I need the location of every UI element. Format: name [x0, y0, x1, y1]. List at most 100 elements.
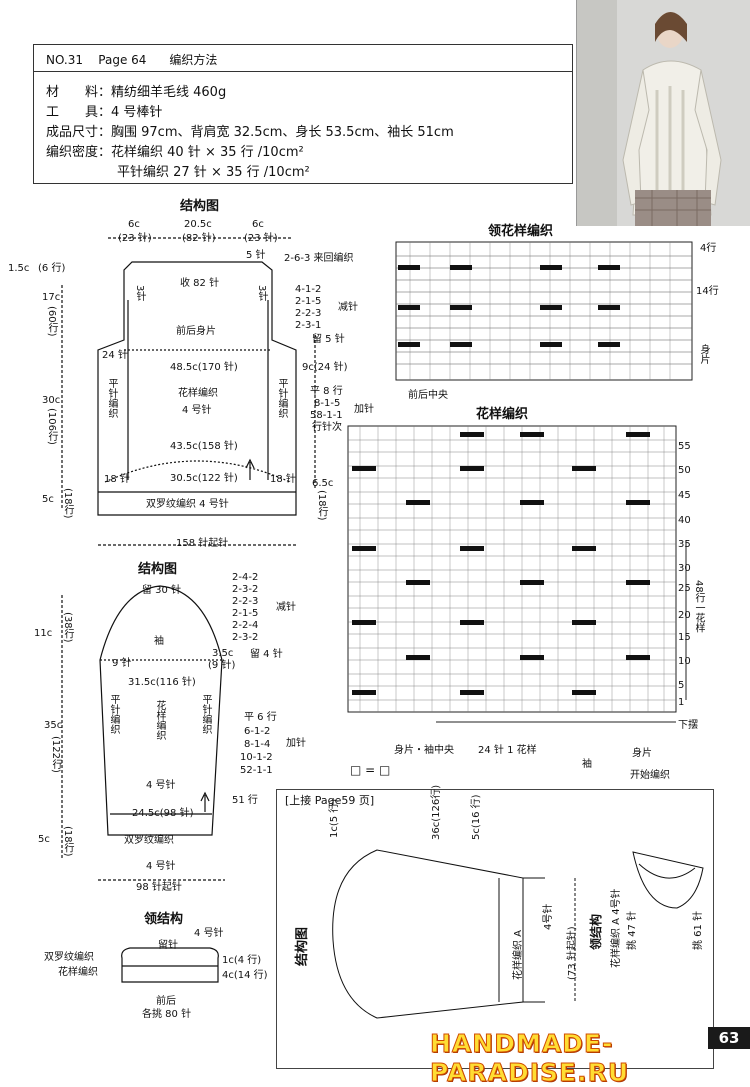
sleeve-inc-3: 8-1-4: [244, 739, 271, 750]
increase-label: 加针: [354, 404, 374, 415]
inset-pattern-a: 花样编织 A: [513, 929, 524, 980]
sleeve-width-31-5: 31.5c(116 针): [128, 677, 196, 688]
inset-box: [上接 Page59 页] 结构图 花样编织 A 4号针 (73 针起针) 领结…: [276, 785, 714, 1069]
sleeve-11c: 11c: [34, 628, 53, 639]
n18-left: 18 针: [104, 474, 130, 485]
sleeve-flat-left: 平针编织: [108, 694, 119, 734]
header-title: 编织方法: [169, 53, 218, 67]
left-dim-1: 1.5c: [8, 263, 30, 274]
width-43-5: 43.5c(158 针): [170, 441, 238, 452]
top-right-cm: 6c: [252, 219, 264, 230]
sleeve-dec-3: 2-2-3: [232, 596, 259, 607]
n18-right: 18 针: [270, 474, 296, 485]
collar-title: 领结构: [144, 912, 184, 927]
sleeve-35c: 35c: [44, 720, 63, 731]
leave-30: 留 30 针: [142, 585, 182, 596]
sleeve-inc-1: 平 6 行: [244, 712, 277, 723]
body-marker: 身片: [632, 748, 652, 759]
sleeve-rib: 双罗纹编织: [124, 835, 174, 846]
model-illustration: [577, 0, 750, 226]
flat-left: 平针编织: [106, 378, 117, 418]
sleeve-51-rows: 51 行: [232, 795, 258, 806]
start-knitting: 开始编织: [630, 770, 670, 781]
header-divider: [34, 71, 572, 72]
cast-on-158: 158 针起针: [176, 538, 229, 549]
collar-rib: 双罗纹编织: [44, 952, 94, 963]
left-dim-4: 5c: [42, 494, 54, 505]
row-label-50: 50: [678, 465, 691, 476]
inset-cast-on: (73 针起针): [567, 926, 578, 980]
row-label-55: 55: [678, 441, 691, 452]
neck-chart-center: 前后中央: [408, 390, 448, 401]
body-pattern: 花样编织: [178, 388, 218, 399]
row-label-25: 25: [678, 583, 691, 594]
dim-6-5b: (18行): [316, 490, 327, 521]
neck-chart-title: 领花样编织: [488, 224, 554, 239]
sleeve-11c-rows: (38行): [62, 612, 73, 643]
sleeve-3-5: 3.5c: [212, 648, 234, 659]
sleeve-9-left: 9 针: [112, 658, 132, 669]
top-mid-stitches: (82 针): [182, 233, 216, 244]
width-48-5: 48.5c(170 针): [170, 362, 238, 373]
decrease-row-2: 2-1-5: [295, 296, 322, 307]
sleeve-flat-right: 平针编织: [200, 694, 211, 734]
left-dim-3: 30c: [42, 395, 61, 406]
body-diagram-title: 结构图: [180, 199, 220, 214]
sleeve-needle: 4 号针: [146, 780, 176, 791]
width-9: 9c(24 针): [302, 362, 348, 373]
left-dim-3b: (106行): [46, 408, 57, 445]
neck-chart-4-rows: 4行: [700, 243, 717, 254]
row-label-15: 15: [678, 632, 691, 643]
sleeve-dec-1: 2-4-2: [232, 572, 259, 583]
inset-drawing: [332, 849, 704, 1019]
increase-row-2: 8-1-5: [314, 398, 341, 409]
left-dim-1b: (6 行): [38, 263, 66, 274]
model-photo: [576, 0, 750, 226]
row-label-20: 20: [678, 610, 691, 621]
sleeve-dec-label: 减针: [276, 602, 296, 613]
site-watermark: HANDMADE-PARADISE.RU: [430, 1029, 630, 1087]
hem-label: 下摆: [678, 720, 698, 731]
collar-1c: 1c(4 行): [222, 955, 262, 966]
bind-off-82: 收 82 针: [180, 278, 220, 289]
row-label-1: 1: [678, 697, 685, 708]
sleeve-inc-5: 52-1-1: [240, 765, 273, 776]
sleeve-needle-2: 4 号针: [146, 861, 176, 872]
decrease-row-3: 2-2-3: [295, 308, 322, 319]
pattern-header: NO.31 Page 64 编织方法 材 料：精纺细羊毛线 460g 工 具：4…: [33, 44, 573, 184]
sleeve-dec-5: 2-2-4: [232, 620, 259, 631]
five-stitches: 5 针: [246, 250, 266, 261]
row-label-5: 5: [678, 680, 685, 691]
inset-title: 结构图: [295, 926, 310, 966]
row-label-30: 30: [678, 563, 691, 574]
sleeve-pattern: 花样编织: [154, 700, 165, 740]
sleeve-width-24-5: 24.5c(98 针): [132, 808, 194, 819]
sleeve-cast-on: 98 针起针: [136, 882, 182, 893]
material-line: 材 料：精纺细羊毛线 460g: [46, 85, 227, 100]
left-dim-2: 17c: [42, 292, 61, 303]
sleeve-outline: [99, 585, 223, 836]
inset-collar-structure: 领结构: [589, 913, 603, 950]
inset-1c: 1c(5 行): [329, 798, 340, 838]
dim-6-5: 6.5c: [312, 478, 334, 489]
top-left-stitches: (23 针): [118, 233, 152, 244]
sleeve-dec-6: 2-3-2: [232, 632, 259, 643]
collar-outline: [121, 947, 219, 983]
gauge-line-1: 编织密度：花样编织 40 针 × 35 行 /10cm²: [46, 145, 304, 160]
inset-needle: 4号针: [543, 903, 554, 930]
row-label-40: 40: [678, 515, 691, 526]
width-30-5: 30.5c(122 针): [170, 473, 238, 484]
top-mid-cm: 20.5c: [184, 219, 212, 230]
sleeve-dec-2: 2-3-2: [232, 584, 259, 595]
row-label-10: 10: [678, 656, 691, 667]
pattern-number: NO.31: [46, 53, 84, 67]
page-number: 63: [708, 1027, 750, 1049]
n24-stitches: 24 针: [102, 350, 128, 361]
collar-leave: 留针: [158, 940, 178, 951]
sleeve-dec-4: 2-1-5: [232, 608, 259, 619]
sleeve-35c-rows: (122行): [50, 736, 61, 773]
decrease-row-4: 2-3-1: [295, 320, 322, 331]
body-outline: [97, 261, 297, 516]
sleeve-diagram-title: 结构图: [138, 562, 178, 577]
gauge-line-2: 平针编织 27 针 × 35 行 /10cm²: [117, 165, 310, 180]
